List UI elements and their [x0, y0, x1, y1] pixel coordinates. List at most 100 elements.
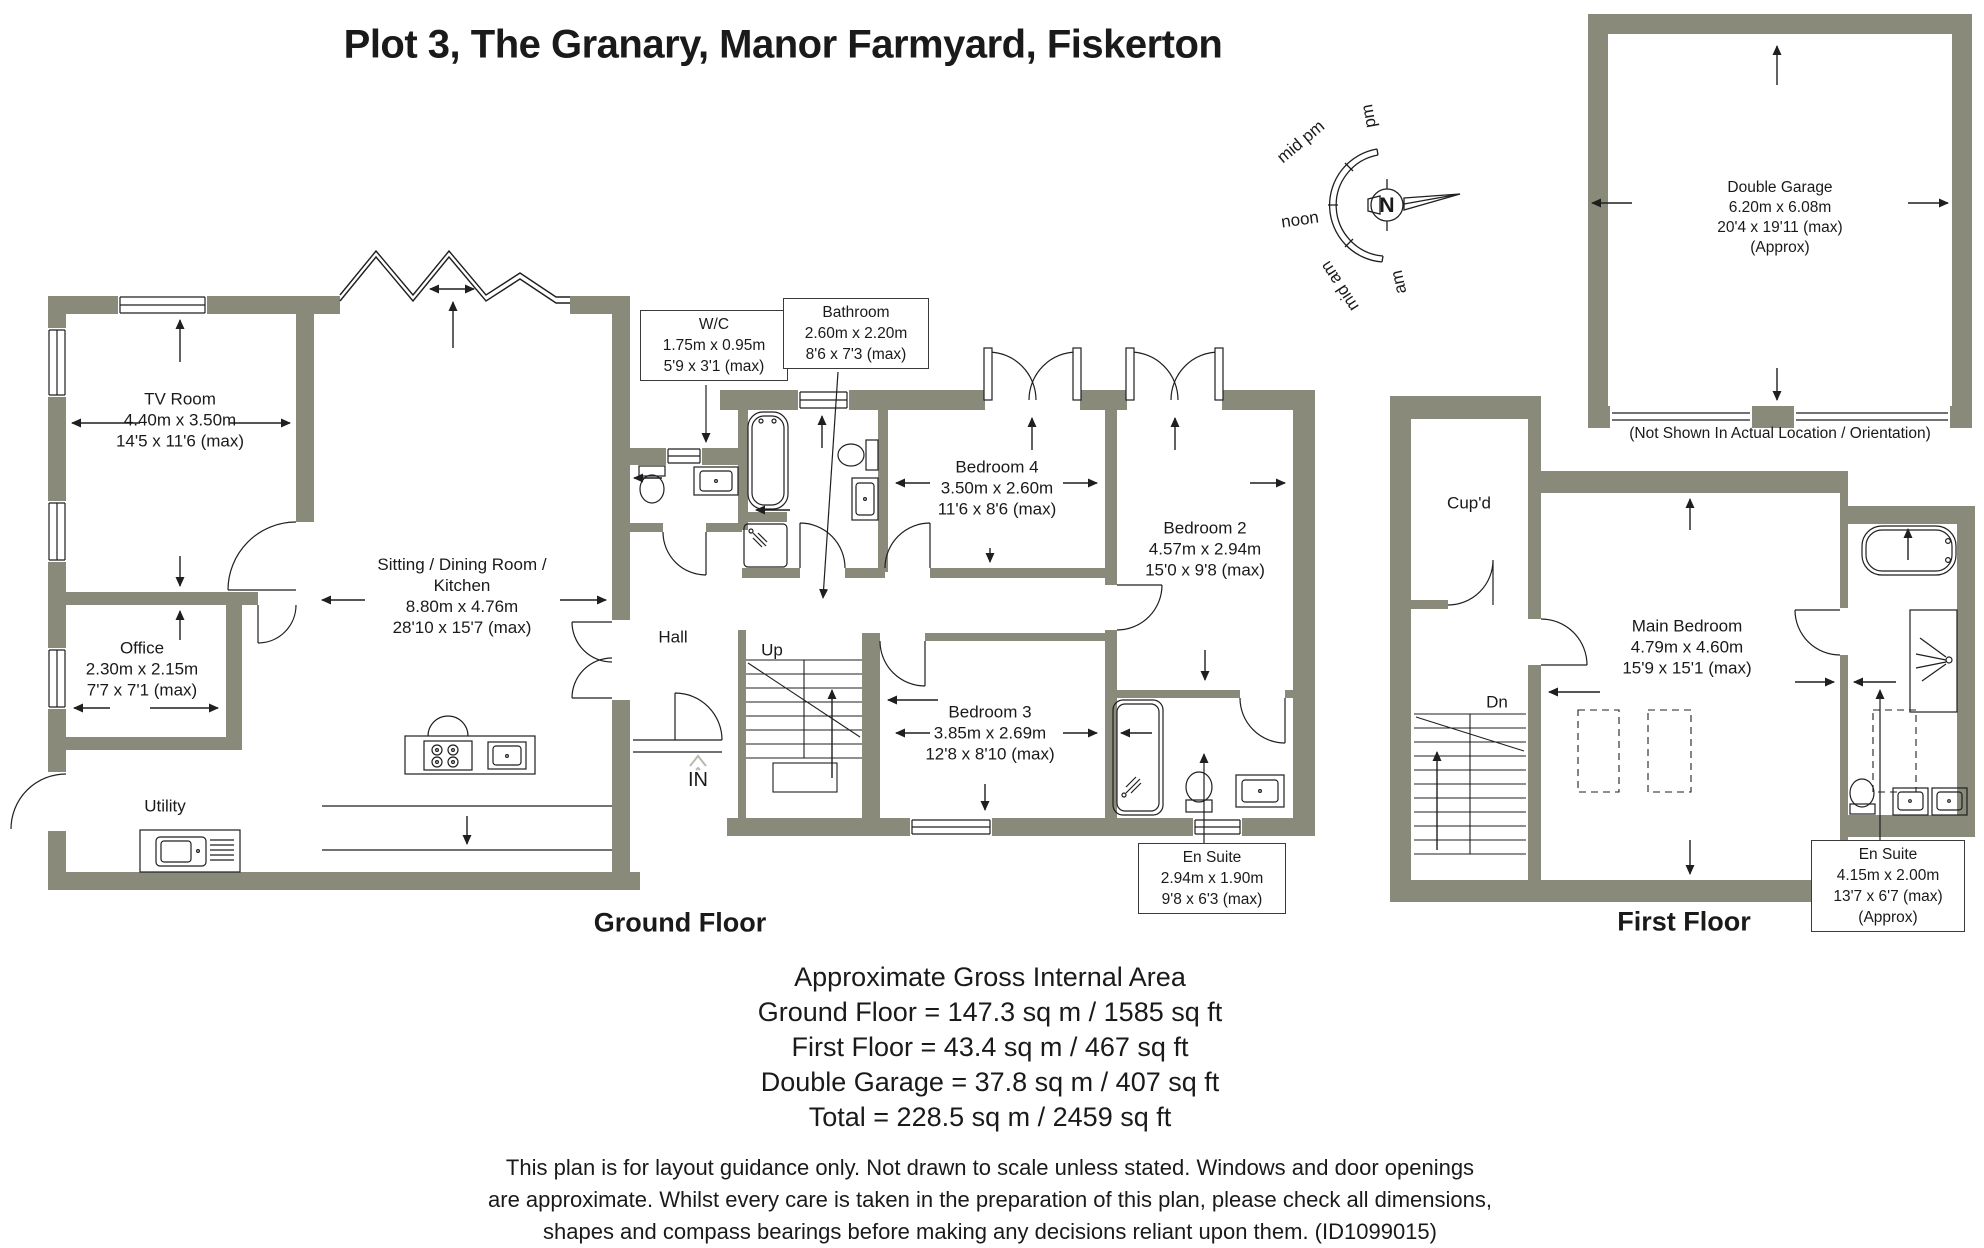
- garage-caption: (Not Shown In Actual Location / Orientat…: [1629, 425, 1931, 442]
- ground-floor-windows: [46, 294, 1242, 838]
- ground-floor-doors: [10, 347, 1286, 830]
- disclaimer: This plan is for layout guidance only. N…: [488, 1152, 1492, 1248]
- bed4-metric: 3.50m x 2.60m: [940, 478, 1054, 498]
- compass-north-label: N: [1379, 194, 1395, 217]
- ensuite-gf-name: En Suite: [1182, 849, 1242, 866]
- tv-imperial: 14'5 x 11'6 (max): [115, 431, 245, 451]
- dashed-rects: [1577, 709, 1917, 793]
- room-label-main-bedroom: Main Bedroom 4.79m x 4.60m 15'9 x 15'1 (…: [1622, 616, 1751, 679]
- sitting-name2: Kitchen: [433, 576, 491, 595]
- ff-dimension-arrows: [1548, 498, 1913, 875]
- callout-bathroom: Bathroom 2.60m x 2.20m 8'6 x 7'3 (max): [783, 298, 929, 369]
- gf-dimension-arrows: [71, 284, 1286, 845]
- wc-metric: 1.75m x 0.95m: [662, 337, 766, 354]
- garage-name: Double Garage: [1727, 179, 1833, 196]
- ensuite-ff-metric: 4.15m x 2.00m: [1836, 867, 1940, 884]
- room-label-bed3: Bedroom 3 3.85m x 2.69m 12'8 x 8'10 (max…: [925, 702, 1054, 765]
- area-total: Total = 228.5 sq m / 2459 sq ft: [808, 1102, 1172, 1132]
- bathroom-fixtures: [743, 411, 879, 568]
- disclaimer-line3: shapes and compass bearings before makin…: [543, 1219, 1437, 1244]
- first-floor-title: First Floor: [1617, 906, 1751, 937]
- first-floor-plan: [1390, 396, 1975, 902]
- compass-label-pm: pm: [1357, 102, 1380, 130]
- disclaimer-line1: This plan is for layout guidance only. N…: [505, 1155, 1475, 1180]
- room-label-tv: TV Room 4.40m x 3.50m 14'5 x 11'6 (max): [116, 389, 244, 452]
- callout-ensuite-ff: En Suite 4.15m x 2.00m 13'7 x 6'7 (max) …: [1811, 840, 1965, 932]
- utility-sink: [139, 829, 241, 873]
- ensuite-ff-name: En Suite: [1858, 846, 1918, 863]
- ensuite-gf-imperial: 9'8 x 6'3 (max): [1161, 891, 1263, 908]
- room-label-sitting: Sitting / Dining Room / Kitchen 8.80m x …: [377, 554, 546, 638]
- stairs-up: [746, 659, 862, 793]
- bed4-imperial: 11'6 x 8'6 (max): [937, 499, 1057, 519]
- sitting-metric: 8.80m x 4.76m: [405, 597, 519, 616]
- main-bedroom-name: Main Bedroom: [1631, 616, 1743, 636]
- wc-fixtures: [638, 465, 739, 504]
- bed2-imperial: 15'0 x 9'8 (max): [1145, 560, 1265, 580]
- garage-label: Double Garage 6.20m x 6.08m 20'4 x 19'11…: [1717, 178, 1842, 258]
- room-label-bed4: Bedroom 4 3.50m x 2.60m 11'6 x 8'6 (max): [938, 457, 1057, 520]
- entrance-label: IN: [688, 769, 708, 791]
- sitting-name1: Sitting / Dining Room /: [377, 555, 547, 574]
- main-bedroom-metric: 4.79m x 4.60m: [1630, 637, 1744, 657]
- garage-approx: (Approx): [1750, 239, 1810, 256]
- stairs-up-label: Up: [761, 640, 783, 660]
- first-floor-walls: [1390, 396, 1975, 902]
- bed2-name: Bedroom 2: [1163, 518, 1247, 538]
- room-label-cupd: Cup'd: [1447, 493, 1491, 513]
- gf-callout-leaders: [701, 371, 1209, 843]
- office-name: Office: [119, 638, 165, 658]
- office-metric: 2.30m x 2.15m: [85, 659, 199, 679]
- area-ground: Ground Floor = 147.3 sq m / 1585 sq ft: [757, 997, 1223, 1027]
- callout-wc: W/C 1.75m x 0.95m 5'9 x 3'1 (max): [640, 310, 788, 381]
- room-label-office: Office 2.30m x 2.15m 7'7 x 7'1 (max): [86, 638, 198, 701]
- bed3-metric: 3.85m x 2.69m: [933, 723, 1047, 743]
- main-bedroom-imperial: 15'9 x 15'1 (max): [1622, 658, 1752, 678]
- bathroom-name: Bathroom: [822, 304, 890, 321]
- ground-floor-title: Ground Floor: [593, 907, 767, 938]
- ensuite-gf-metric: 2.94m x 1.90m: [1160, 870, 1264, 887]
- tv-metric: 4.40m x 3.50m: [123, 410, 237, 430]
- page-title: Plot 3, The Granary, Manor Farmyard, Fis…: [343, 22, 1223, 67]
- entrance-chevron-icon: [689, 754, 707, 771]
- compass-rose: [1328, 148, 1461, 263]
- bed2-metric: 4.57m x 2.94m: [1148, 539, 1262, 559]
- disclaimer-line2: are approximate. Whilst every care is ta…: [488, 1187, 1492, 1212]
- bathroom-imperial: 8'6 x 7'3 (max): [805, 346, 907, 363]
- sitting-imperial: 28'10 x 15'7 (max): [392, 618, 532, 637]
- stairs-down: [1414, 713, 1526, 855]
- garage-doors: [1612, 412, 1948, 421]
- area-summary: Approximate Gross Internal Area Ground F…: [758, 960, 1223, 1135]
- garage-plan: [1588, 14, 1972, 428]
- wc-name: W/C: [698, 316, 730, 333]
- area-heading: Approximate Gross Internal Area: [794, 962, 1186, 992]
- area-first: First Floor = 43.4 sq m / 467 sq ft: [791, 1032, 1189, 1062]
- wc-imperial: 5'9 x 3'1 (max): [663, 358, 765, 375]
- kitchen-island: [322, 715, 612, 851]
- room-label-bed2: Bedroom 2 4.57m x 2.94m 15'0 x 9'8 (max): [1145, 518, 1265, 581]
- bathroom-metric: 2.60m x 2.20m: [804, 325, 908, 342]
- ground-floor-plan: [10, 249, 1315, 890]
- ensuite-ff-fixtures: [1849, 525, 1968, 816]
- bed3-name: Bedroom 3: [948, 702, 1032, 722]
- room-label-utility: Utility: [144, 796, 186, 816]
- ensuite-ff-approx: (Approx): [1858, 909, 1918, 926]
- tv-name: TV Room: [144, 389, 216, 409]
- area-garage: Double Garage = 37.8 sq m / 407 sq ft: [760, 1067, 1220, 1097]
- first-floor-doors: [1447, 559, 1841, 666]
- garage-imperial: 20'4 x 19'11 (max): [1717, 219, 1843, 236]
- ensuite-ff-imperial: 13'7 x 6'7 (max): [1833, 888, 1943, 905]
- garage-metric: 6.20m x 6.08m: [1728, 199, 1832, 216]
- office-imperial: 7'7 x 7'1 (max): [86, 680, 198, 700]
- bed3-imperial: 12'8 x 8'10 (max): [925, 744, 1055, 764]
- room-label-hall: Hall: [658, 627, 688, 647]
- stairs-dn-label: Dn: [1486, 692, 1508, 712]
- garage-arrows: [1591, 45, 1949, 401]
- ensuite-gf-fixtures: [1112, 699, 1285, 816]
- bed4-name: Bedroom 4: [955, 457, 1039, 477]
- ground-floor-walls: [48, 296, 1315, 890]
- garage-walls: [1588, 14, 1972, 428]
- callout-ensuite-gf: En Suite 2.94m x 1.90m 9'8 x 6'3 (max): [1138, 843, 1286, 914]
